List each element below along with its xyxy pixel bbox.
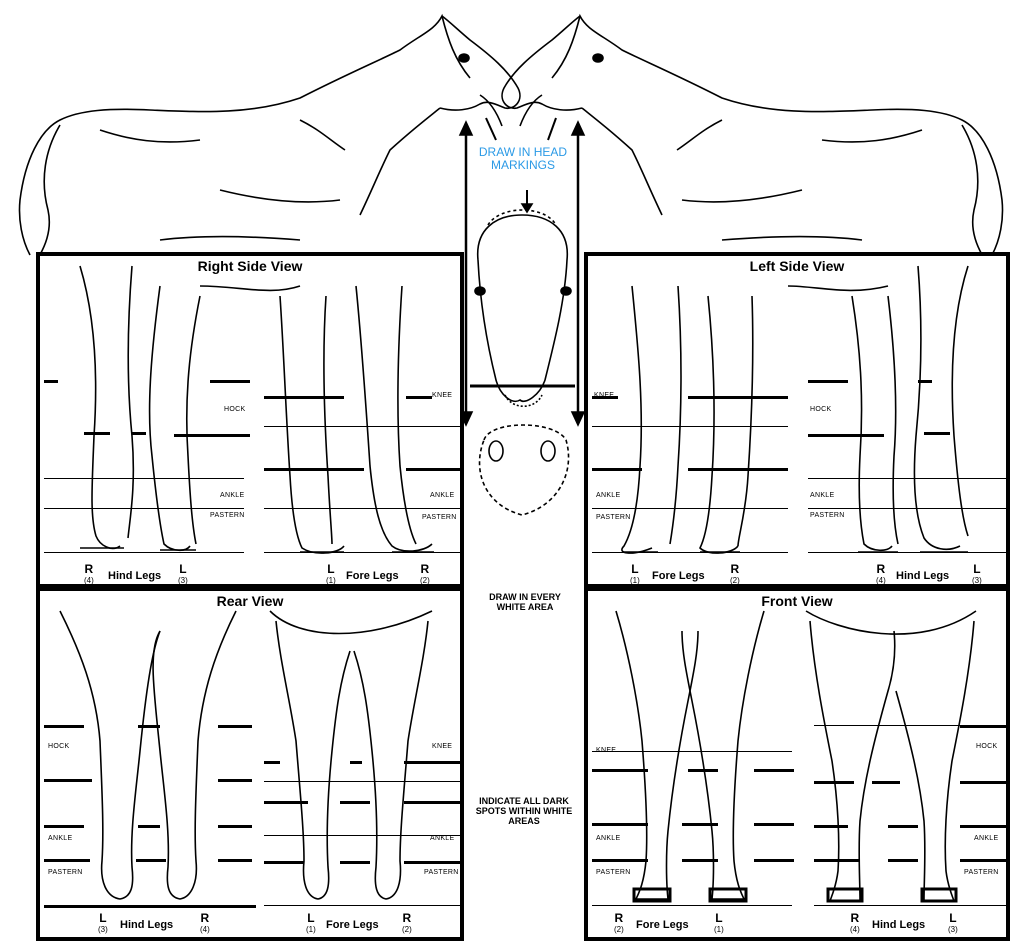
pastern-label: PASTERN xyxy=(596,869,631,876)
leg-mark: R(2) xyxy=(420,564,430,586)
leg-mark: L(3) xyxy=(98,913,108,935)
rear-view-panel: Rear View HOCK ANKLE PASTERN KNEE ANKLE … xyxy=(36,587,464,941)
right-side-view-panel: Right Side View HOCK ANKLE PASTERN KNEE … xyxy=(36,252,464,588)
ankle-label: ANKLE xyxy=(48,835,72,842)
ankle-label: ANKLE xyxy=(596,492,620,499)
pastern-label-2: PASTERN xyxy=(810,512,845,519)
left-side-view-panel: Left Side View KNEE ANKLE PASTERN HOCK A… xyxy=(584,252,1010,588)
leg-mark: L(1) xyxy=(714,913,724,935)
leg-mark: R(2) xyxy=(730,564,740,586)
hock-label: HOCK xyxy=(976,743,997,750)
front-view-panel: Front View KNEE ANKLE PASTERN HOCK ANKLE… xyxy=(584,587,1010,941)
pastern-label: PASTERN xyxy=(48,869,83,876)
hind-legs-caption: Hind Legs xyxy=(872,919,925,931)
left-side-legs-drawing xyxy=(588,256,1008,586)
ankle-label-2: ANKLE xyxy=(810,492,834,499)
leg-mark: L(1) xyxy=(306,913,316,935)
ankle-label-2: ANKLE xyxy=(974,835,998,842)
leg-mark: R(2) xyxy=(614,913,624,935)
every-area-note: DRAW IN EVERY WHITE AREA xyxy=(480,592,570,612)
pastern-label: PASTERN xyxy=(596,514,631,521)
dark-spots-note: INDICATE ALL DARK SPOTS WITHIN WHITE ARE… xyxy=(472,796,576,826)
leg-mark: L(1) xyxy=(326,564,336,586)
hind-legs-caption: Hind Legs xyxy=(120,919,173,931)
knee-label: KNEE xyxy=(432,743,452,750)
leg-mark: R(4) xyxy=(876,564,886,586)
hind-legs-caption: Hind Legs xyxy=(108,570,161,582)
head-markings-note: DRAW IN HEAD MARKINGS xyxy=(448,146,598,172)
fore-legs-caption: Fore Legs xyxy=(346,570,399,582)
ankle-label-2: ANKLE xyxy=(430,492,454,499)
leg-mark: L(3) xyxy=(948,913,958,935)
rear-legs-drawing xyxy=(40,591,460,941)
hock-label: HOCK xyxy=(48,743,69,750)
leg-mark: R(2) xyxy=(402,913,412,935)
right-side-legs-drawing xyxy=(40,256,460,586)
hind-legs-caption: Hind Legs xyxy=(896,570,949,582)
hock-label: HOCK xyxy=(810,406,831,413)
leg-mark: L(3) xyxy=(178,564,188,586)
fore-legs-caption: Fore Legs xyxy=(636,919,689,931)
knee-label: KNEE xyxy=(432,392,452,399)
leg-mark: L(1) xyxy=(630,564,640,586)
pastern-label-2: PASTERN xyxy=(424,869,459,876)
fore-legs-caption: Fore Legs xyxy=(652,570,705,582)
leg-mark: R(4) xyxy=(850,913,860,935)
ankle-label: ANKLE xyxy=(596,835,620,842)
pastern-label: PASTERN xyxy=(210,512,245,519)
pastern-label-2: PASTERN xyxy=(964,869,999,876)
leg-mark: R(4) xyxy=(200,913,210,935)
leg-mark: R(4) xyxy=(84,564,94,586)
knee-label: KNEE xyxy=(596,747,616,754)
fore-legs-caption: Fore Legs xyxy=(326,919,379,931)
ankle-label-2: ANKLE xyxy=(430,835,454,842)
knee-label: KNEE xyxy=(594,392,614,399)
front-legs-drawing xyxy=(588,591,1008,941)
leg-mark: L(3) xyxy=(972,564,982,586)
hock-label: HOCK xyxy=(224,406,245,413)
ankle-label: ANKLE xyxy=(220,492,244,499)
pastern-label-2: PASTERN xyxy=(422,514,457,521)
